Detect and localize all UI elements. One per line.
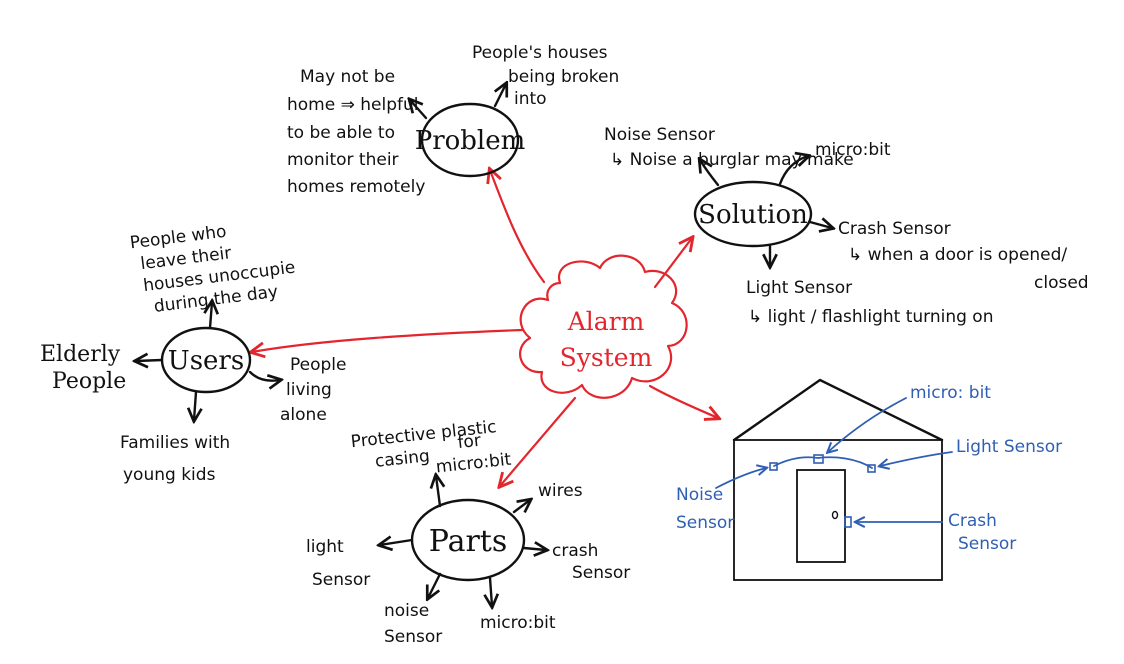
- solution-noise-desc: ↳ Noise a burglar may make: [610, 150, 854, 170]
- parts-label: Parts: [429, 524, 508, 559]
- problem-note1-line5: homes remotely: [287, 177, 425, 197]
- center-label-line2: System: [560, 343, 653, 372]
- house-light-label: Light Sensor: [956, 437, 1062, 457]
- users-left-line1: Elderly: [40, 342, 121, 367]
- arrow-to-parts: [500, 396, 577, 486]
- users-right-line2: living: [286, 380, 332, 400]
- problem-note1-line1: May not be: [300, 67, 395, 87]
- parts-wires: wires: [538, 481, 583, 501]
- house-crash-label-line1: Crash: [948, 511, 997, 531]
- center-node: Alarm System: [519, 254, 688, 399]
- house-arrow-light: [880, 451, 953, 466]
- solution-label: Solution: [698, 200, 808, 230]
- solution-crash-desc2: closed: [1034, 273, 1089, 293]
- parts-arrow-wires: [512, 500, 530, 514]
- users-bottom-line2: young kids: [123, 465, 216, 485]
- problem-circle: [420, 102, 520, 178]
- arrow-to-users: [252, 328, 524, 352]
- house-diagram: micro: bit Light Sensor Noise Sensor Cra…: [676, 378, 1062, 581]
- solution-crash-title: Crash Sensor: [838, 219, 951, 239]
- problem-note1-line4: monitor their: [287, 150, 399, 170]
- solution-arrow-microbit: [778, 156, 808, 186]
- center-arrows: [252, 170, 718, 486]
- parts-casing-note: Protective plastic casing for micro:bit: [350, 417, 513, 478]
- parts-noise-line1: noise: [384, 601, 429, 621]
- house-light-sensor-box: [867, 464, 876, 473]
- problem-note2-line2: being broken: [508, 67, 619, 87]
- solution-noise-title: Noise Sensor: [604, 125, 715, 145]
- arrow-to-problem: [490, 170, 546, 284]
- center-label-line1: Alarm: [567, 307, 645, 336]
- problem-note-left: May not be home ⇒ helpful to be able to …: [287, 67, 425, 197]
- solution-microbit: micro:bit: [815, 140, 891, 160]
- problem-note1-line3: to be able to: [287, 123, 395, 143]
- house-crash-label-line2: Sensor: [958, 534, 1016, 554]
- problem-note1-line2: home ⇒ helpful: [287, 95, 418, 115]
- parts-noise-line2: Sensor: [384, 627, 442, 647]
- house-microbit-box: [813, 454, 824, 464]
- solution-crash-desc: ↳ when a door is opened/: [848, 245, 1067, 265]
- users-left-line2: People: [52, 369, 126, 394]
- house-body: [733, 439, 943, 581]
- problem-node: Problem May not be home ⇒ helpful to be …: [287, 43, 619, 197]
- parts-arrow-noise: [428, 572, 442, 598]
- solution-circle: [693, 180, 813, 248]
- house-noise-sensor-box: [769, 462, 778, 471]
- users-right-line1: People: [290, 355, 346, 375]
- parts-light-line2: Sensor: [312, 570, 370, 590]
- solution-arrow-crash: [808, 222, 832, 228]
- house-noise-label-line2: Sensor: [676, 513, 734, 533]
- parts-casing-line3: for: [457, 431, 482, 453]
- parts-arrow-crash: [522, 548, 546, 550]
- center-cloud-outline: [519, 254, 688, 399]
- house-noise-label-line1: Noise: [676, 485, 723, 505]
- parts-arrow-casing: [436, 476, 440, 508]
- house-door: [796, 469, 846, 563]
- users-arrow-right: [248, 370, 280, 381]
- parts-light-line1: light: [306, 537, 344, 557]
- solution-node: Solution Noise Sensor ↳ Noise a burglar …: [604, 125, 1089, 327]
- users-bottom-line1: Families with: [120, 433, 230, 453]
- parts-casing-line2: casing: [374, 446, 431, 472]
- users-arrow-up: [210, 302, 212, 330]
- problem-note2-line3: into: [514, 89, 547, 109]
- users-node: Users People who leave their houses unoc…: [40, 222, 346, 485]
- parts-crash-line1: crash: [552, 541, 598, 561]
- solution-light-title: Light Sensor: [746, 278, 852, 298]
- users-note-top: People who leave their houses unoccupie …: [129, 222, 297, 317]
- problem-arrow-left: [410, 100, 428, 120]
- parts-arrow-microbit: [490, 576, 492, 606]
- house-crash-sensor-box: [844, 516, 852, 528]
- problem-note-right: People's houses being broken into: [472, 43, 619, 109]
- door-knob: [831, 510, 839, 520]
- parts-microbit: micro:bit: [480, 613, 556, 633]
- parts-arrow-light: [380, 540, 414, 545]
- house-microbit-label: micro: bit: [910, 383, 991, 403]
- solution-light-desc: ↳ light / flashlight turning on: [748, 307, 993, 327]
- users-arrow-down: [194, 390, 196, 420]
- solution-arrow-noise: [700, 160, 720, 187]
- problem-label: Problem: [415, 126, 526, 156]
- parts-node: Parts Protective plastic casing for micr…: [306, 417, 630, 647]
- users-arrow-left: [136, 360, 164, 361]
- sensor-wire: [773, 456, 873, 469]
- house-arrow-microbit: [828, 397, 907, 452]
- parts-crash-line2: Sensor: [572, 563, 630, 583]
- house-arrow-noise: [715, 468, 766, 489]
- problem-arrow-right: [493, 84, 506, 108]
- arrow-to-house: [648, 384, 718, 418]
- users-right-line3: alone: [280, 405, 327, 425]
- house-roof: [732, 378, 944, 442]
- users-label: Users: [168, 346, 244, 376]
- parts-casing-line4: micro:bit: [435, 450, 513, 478]
- problem-note2-line1: People's houses: [472, 43, 608, 63]
- arrow-to-solution: [653, 238, 692, 289]
